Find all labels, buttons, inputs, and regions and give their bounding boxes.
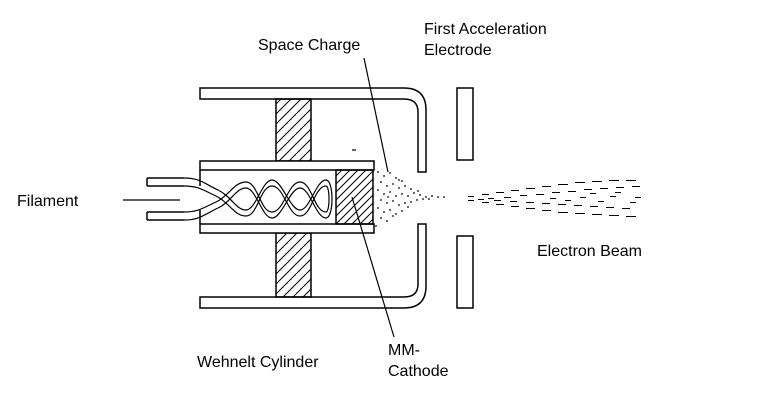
- mm-cathode-leader: [351, 196, 395, 338]
- mm-cathode-label-line2: Cathode: [388, 363, 449, 380]
- filament-coil: [183, 177, 333, 221]
- electron-beam-label: Electron Beam: [537, 243, 642, 260]
- mm-cathode-label: MM- Cathode: [388, 340, 449, 382]
- support-post-lower: [275, 232, 312, 298]
- wehnelt-housing-top: [199, 87, 427, 173]
- support-post-upper: [275, 98, 312, 162]
- electron-beam-cone: [468, 180, 641, 217]
- acceleration-electrode-upper: [456, 87, 474, 161]
- acceleration-electrode-lower: [456, 235, 474, 309]
- inner-cylinder-top: [199, 160, 375, 171]
- wehnelt-cylinder-label: Wehnelt Cylinder: [197, 354, 319, 371]
- wehnelt-housing-bottom: [199, 223, 427, 309]
- mm-cathode-block: [335, 169, 374, 225]
- filament-label: Filament: [17, 193, 79, 210]
- mm-cathode-label-line1: MM-: [388, 342, 420, 359]
- first-acceleration-label-line1: First Acceleration: [424, 21, 547, 38]
- space-charge-cloud: [375, 171, 445, 227]
- space-charge-label: Space Charge: [258, 37, 361, 54]
- first-acceleration-label-line2: Electrode: [424, 42, 492, 59]
- space-charge-leader: [363, 57, 389, 173]
- first-acceleration-electrode-label: First Acceleration Electrode: [424, 19, 547, 61]
- inner-cylinder-bottom: [199, 223, 375, 234]
